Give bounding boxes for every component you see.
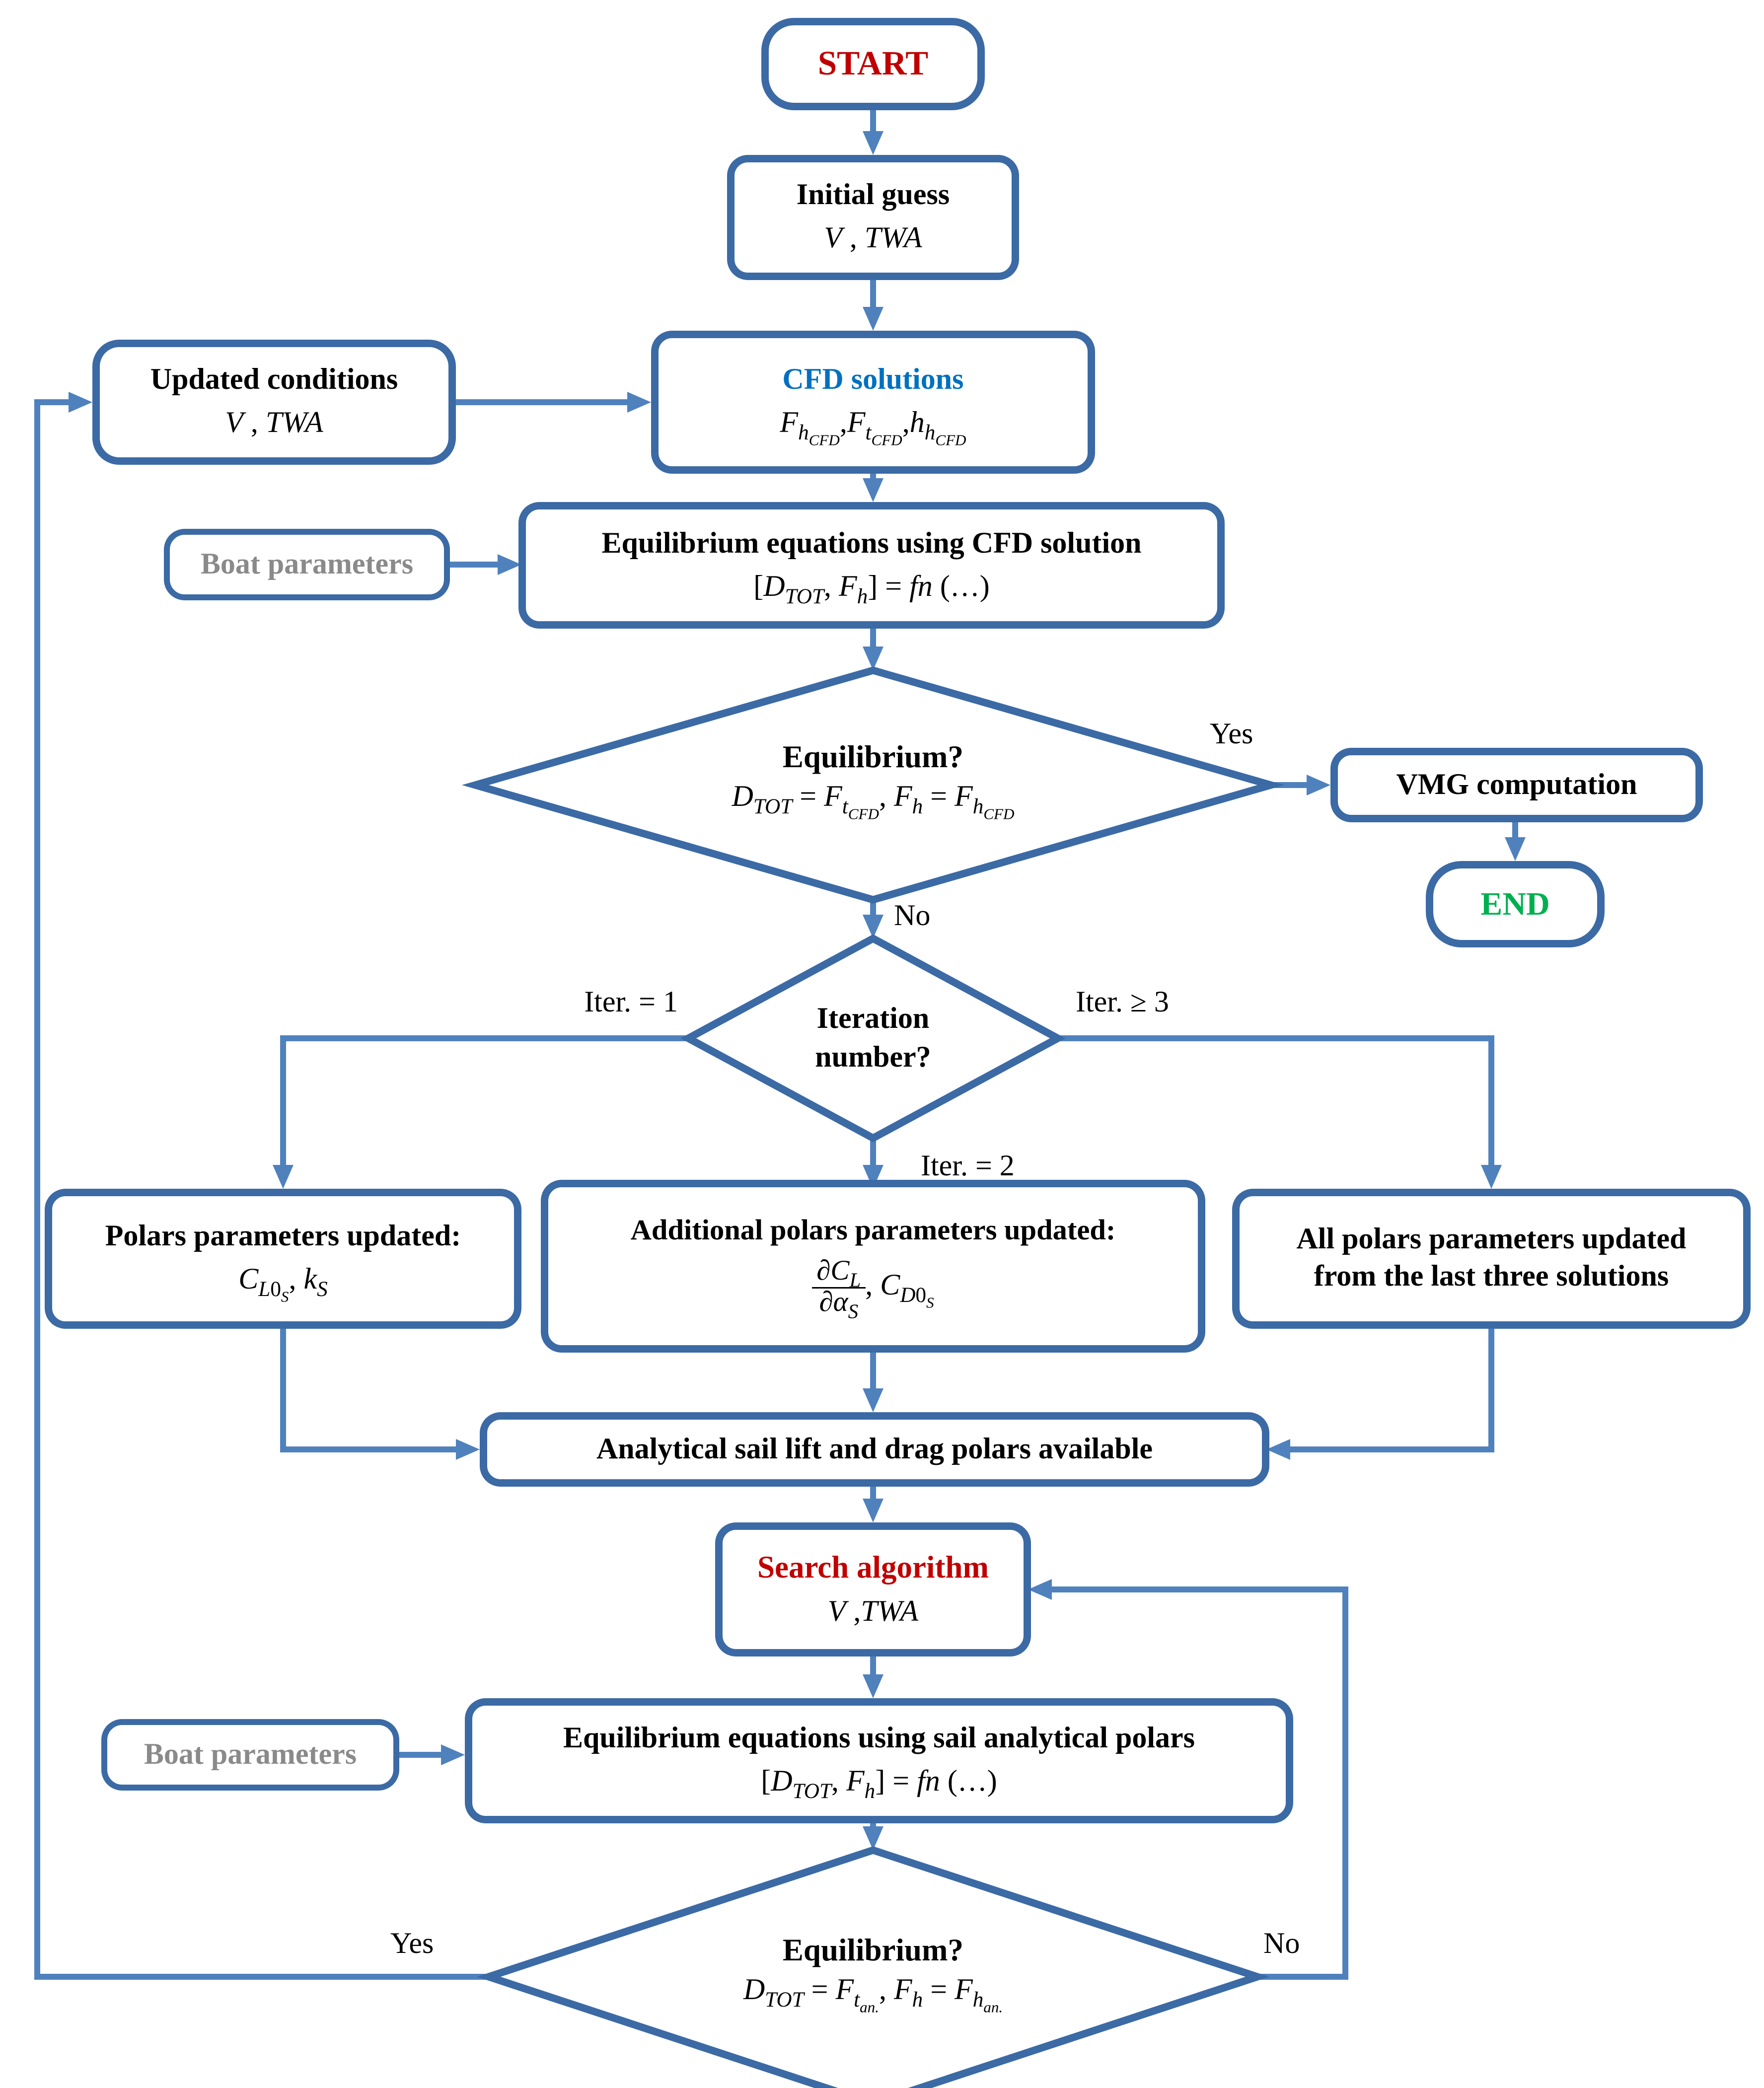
polars-updated-math: CL0S, kS <box>238 1263 328 1306</box>
equilibrium-cfd-node: Equilibrium equations using CFD solution… <box>518 502 1225 629</box>
equilibrium-analytical-math: [DTOT, Fh] = fn (…) <box>761 1765 997 1804</box>
edge-iter1-to-polars <box>273 1035 688 1189</box>
end-label: END <box>1480 885 1550 923</box>
polars-updated-title: Polars parameters updated: <box>105 1220 461 1253</box>
boat-parameters-top-node: Boat parameters <box>164 529 450 600</box>
additional-polars-node: Additional polars parameters updated: ∂C… <box>541 1180 1205 1353</box>
edge-all-polars-to-analytical <box>1266 1329 1494 1460</box>
decision-iteration-line2: number? <box>815 1041 931 1074</box>
additional-polars-title: Additional polars parameters updated: <box>630 1216 1116 1248</box>
cfd-solutions-math: FhCFD,FtCFD,hhCFD <box>780 407 966 450</box>
cfd-solutions-title: CFD solutions <box>782 363 964 396</box>
label-yes-bottom: Yes <box>390 1928 434 1960</box>
analytical-polars-label: Analytical sail lift and drag polars ava… <box>596 1432 1153 1465</box>
equilibrium-cfd-math: [DTOT, Fh] = fn (…) <box>753 570 990 609</box>
updated-conditions-math: V , TWA <box>225 407 323 439</box>
initial-guess-node: Initial guess V , TWA <box>727 155 1019 280</box>
vmg-computation-node: VMG computation <box>1330 748 1703 822</box>
polars-updated-node: Polars parameters updated: CL0S, kS <box>45 1189 521 1329</box>
decision-equilibrium-analytical-title: Equilibrium? <box>782 1932 964 1968</box>
decision-iteration-line1: Iteration <box>816 1003 930 1035</box>
analytical-polars-node: Analytical sail lift and drag polars ava… <box>480 1412 1269 1487</box>
edge-iter3-to-all-polars <box>1058 1035 1502 1189</box>
boat-parameters-bottom-node: Boat parameters <box>101 1719 399 1791</box>
decision-equilibrium-cfd-title: Equilibrium? <box>782 739 964 775</box>
equilibrium-cfd-title: Equilibrium equations using CFD solution <box>601 526 1142 560</box>
additional-polars-math: ∂CL∂αS, CD0S <box>812 1256 934 1321</box>
search-algorithm-title: Search algorithm <box>757 1550 989 1586</box>
decision-equilibrium-cfd-text: Equilibrium? DTOT = FtCFD, Fh = FhCFD <box>575 737 1171 824</box>
decision-iteration-text: Iteration number? <box>724 1000 1022 1077</box>
label-no-top: No <box>894 900 931 933</box>
decision-equilibrium-analytical-diamond <box>477 1846 1269 2088</box>
edge-polars-to-analytical <box>280 1329 480 1460</box>
decision-equilibrium-analytical-math: DTOT = Ftan., Fh = Fhan. <box>743 1974 1003 2017</box>
all-polars-line2: from the last three solutions <box>1314 1260 1669 1293</box>
initial-guess-title: Initial guess <box>796 179 950 212</box>
start-label: START <box>817 44 929 81</box>
vmg-computation-label: VMG computation <box>1396 768 1637 801</box>
equilibrium-analytical-title: Equilibrium equations using sail analyti… <box>563 1722 1195 1755</box>
initial-guess-math: V , TWA <box>824 222 922 255</box>
all-polars-node: All polars parameters updated from the l… <box>1232 1189 1751 1329</box>
label-iter-3: Iter. ≥ 3 <box>1076 986 1169 1019</box>
equilibrium-analytical-node: Equilibrium equations using sail analyti… <box>465 1698 1293 1823</box>
all-polars-line1: All polars parameters updated <box>1296 1223 1687 1256</box>
boat-parameters-top-label: Boat parameters <box>200 547 414 580</box>
start-node: START <box>761 18 985 110</box>
label-iter-2: Iter. = 2 <box>921 1150 1015 1183</box>
updated-conditions-title: Updated conditions <box>150 363 398 396</box>
label-iter-1: Iter. = 1 <box>584 986 678 1019</box>
label-no-bottom: No <box>1263 1928 1300 1960</box>
search-algorithm-node: Search algorithm V ,TWA <box>715 1522 1031 1656</box>
boat-parameters-bottom-label: Boat parameters <box>144 1737 357 1771</box>
edge-no-loop-to-search <box>1028 1579 1348 1980</box>
decision-equilibrium-analytical-text: Equilibrium? DTOT = Ftan., Fh = Fhan. <box>545 1931 1201 2017</box>
search-algorithm-math: V ,TWA <box>827 1594 919 1628</box>
decision-equilibrium-cfd-math: DTOT = FtCFD, Fh = FhCFD <box>732 781 1015 824</box>
edge-yes-loop-to-updated-conditions <box>34 392 489 1980</box>
end-node: END <box>1426 861 1605 947</box>
label-yes-top: Yes <box>1210 718 1253 751</box>
decision-iteration-diamond <box>680 934 1066 1143</box>
cfd-solutions-node: CFD solutions FhCFD,FtCFD,hhCFD <box>651 331 1095 474</box>
updated-conditions-node: Updated conditions V , TWA <box>92 340 456 465</box>
decision-equilibrium-cfd-diamond <box>461 666 1285 904</box>
